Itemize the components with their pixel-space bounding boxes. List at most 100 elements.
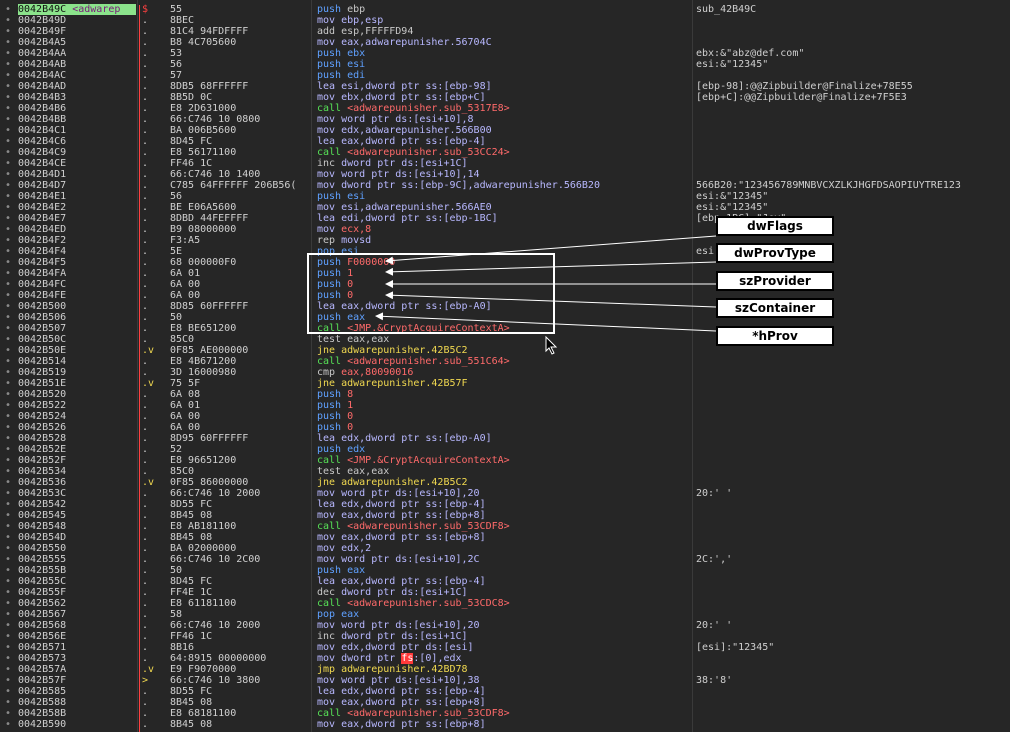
breakpoint-dot[interactable]: • [5,356,12,367]
breakpoint-dot[interactable]: • [5,136,12,147]
breakpoint-dot[interactable]: • [5,81,12,92]
instruction-cell[interactable]: test eax,eax [317,334,692,345]
breakpoint-dot[interactable]: • [5,422,12,433]
instruction-cell[interactable]: mov ecx,8 [317,224,692,235]
breakpoint-dot[interactable]: • [5,455,12,466]
instruction-cell[interactable]: mov edx,adwarepunisher.566B00 [317,125,692,136]
breakpoint-dot[interactable]: • [5,532,12,543]
instruction-cell[interactable]: mov eax,dword ptr ss:[ebp+8] [317,719,692,730]
instruction-cell[interactable]: lea edx,dword ptr ss:[ebp-4] [317,686,692,697]
breakpoint-dot[interactable]: • [5,202,12,213]
breakpoint-dot[interactable]: • [5,312,12,323]
breakpoint-dot[interactable]: • [5,180,12,191]
instruction-cell[interactable]: mov eax,dword ptr ss:[ebp+8] [317,510,692,521]
instruction-cell[interactable]: lea edx,dword ptr ss:[ebp-4] [317,499,692,510]
instruction-cell[interactable]: jne adwarepunisher.42B5C2 [317,477,692,488]
instruction-cell[interactable]: lea edi,dword ptr ss:[ebp-1BC] [317,213,692,224]
breakpoint-dot[interactable]: • [5,510,12,521]
breakpoint-dot[interactable]: • [5,664,12,675]
breakpoint-dot[interactable]: • [5,125,12,136]
breakpoint-dot[interactable]: • [5,59,12,70]
breakpoint-dot[interactable]: • [5,719,12,730]
breakpoint-dot[interactable]: • [5,345,12,356]
instruction-cell[interactable]: push ebp [317,4,692,15]
breakpoint-dot[interactable]: • [5,70,12,81]
instruction-cell[interactable]: pop esi [317,246,692,257]
instruction-cell[interactable]: mov edx,2 [317,543,692,554]
breakpoint-dot[interactable]: • [5,609,12,620]
instruction-cell[interactable]: mov word ptr ds:[esi+10],14 [317,169,692,180]
instruction-cell[interactable]: mov ebp,esp [317,15,692,26]
breakpoint-dot[interactable]: • [5,598,12,609]
breakpoint-dot[interactable]: • [5,686,12,697]
breakpoint-dot[interactable]: • [5,48,12,59]
instruction-cell[interactable]: mov word ptr ds:[esi+10],20 [317,488,692,499]
breakpoint-dot[interactable]: • [5,653,12,664]
instruction-cell[interactable]: mov word ptr ds:[esi+10],8 [317,114,692,125]
instruction-cell[interactable]: mov eax,dword ptr ss:[ebp+8] [317,532,692,543]
breakpoint-dot[interactable]: • [5,290,12,301]
instruction-cell[interactable]: push 0 [317,411,692,422]
breakpoint-dot[interactable]: • [5,488,12,499]
instruction-cell[interactable]: test eax,eax [317,466,692,477]
instruction-cell[interactable]: call <adwarepunisher.sub_5317E8> [317,103,692,114]
breakpoint-dot[interactable]: • [5,620,12,631]
breakpoint-dot[interactable]: • [5,191,12,202]
breakpoint-dot[interactable]: • [5,521,12,532]
instruction-cell[interactable]: lea eax,dword ptr ss:[ebp-4] [317,136,692,147]
breakpoint-dot[interactable]: • [5,92,12,103]
breakpoint-dot[interactable]: • [5,642,12,653]
breakpoint-dot[interactable]: • [5,213,12,224]
breakpoint-dot[interactable]: • [5,554,12,565]
disasm-row[interactable]: •0042B4D7.C785 64FFFFFF 206B56(mov dword… [0,180,1010,191]
instruction-cell[interactable]: push eax [317,312,692,323]
breakpoint-dot[interactable]: • [5,576,12,587]
instruction-cell[interactable]: jne adwarepunisher.42B57F [317,378,692,389]
instruction-cell[interactable]: jne adwarepunisher.42B5C2 [317,345,692,356]
breakpoint-dot[interactable]: • [5,444,12,455]
instruction-cell[interactable]: push F0000000 [317,257,692,268]
instruction-cell[interactable]: push edx [317,444,692,455]
instruction-cell[interactable]: call <adwarepunisher.sub_53CDF8> [317,708,692,719]
breakpoint-dot[interactable]: • [5,675,12,686]
instruction-cell[interactable]: push 1 [317,400,692,411]
breakpoint-dot[interactable]: • [5,147,12,158]
instruction-cell[interactable]: cmp eax,80090016 [317,367,692,378]
breakpoint-dot[interactable]: • [5,37,12,48]
breakpoint-dot[interactable]: • [5,499,12,510]
breakpoint-dot[interactable]: • [5,235,12,246]
instruction-cell[interactable]: dec dword ptr ds:[esi+1C] [317,587,692,598]
instruction-cell[interactable]: rep movsd [317,235,692,246]
instruction-cell[interactable]: mov dword ptr fs:[0],edx [317,653,692,664]
